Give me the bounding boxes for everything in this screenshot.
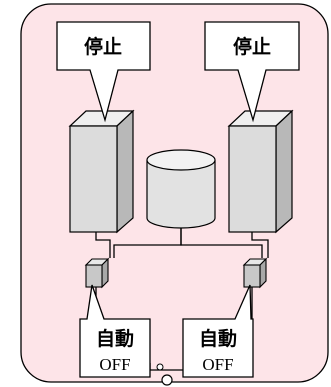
right-auto-label: 自動	[199, 327, 237, 350]
storage-cylinder	[146, 149, 216, 229]
left-auto-off-callout: 自動 OFF	[79, 284, 151, 378]
right-server	[227, 109, 294, 234]
bus-junction	[156, 363, 164, 371]
right-auto-off-callout: 自動 OFF	[182, 284, 254, 378]
left-stop-label: 停止	[84, 35, 122, 58]
bus-port	[161, 374, 173, 386]
left-switch-node	[84, 257, 110, 289]
right-switch-node	[242, 257, 268, 289]
left-server	[68, 109, 135, 234]
right-off-label: OFF	[202, 355, 233, 374]
right-stop-label: 停止	[233, 35, 271, 58]
left-auto-label: 自動	[96, 327, 134, 350]
left-off-label: OFF	[99, 355, 130, 374]
right-stop-callout: 停止	[204, 21, 300, 123]
left-stop-callout: 停止	[56, 21, 151, 123]
